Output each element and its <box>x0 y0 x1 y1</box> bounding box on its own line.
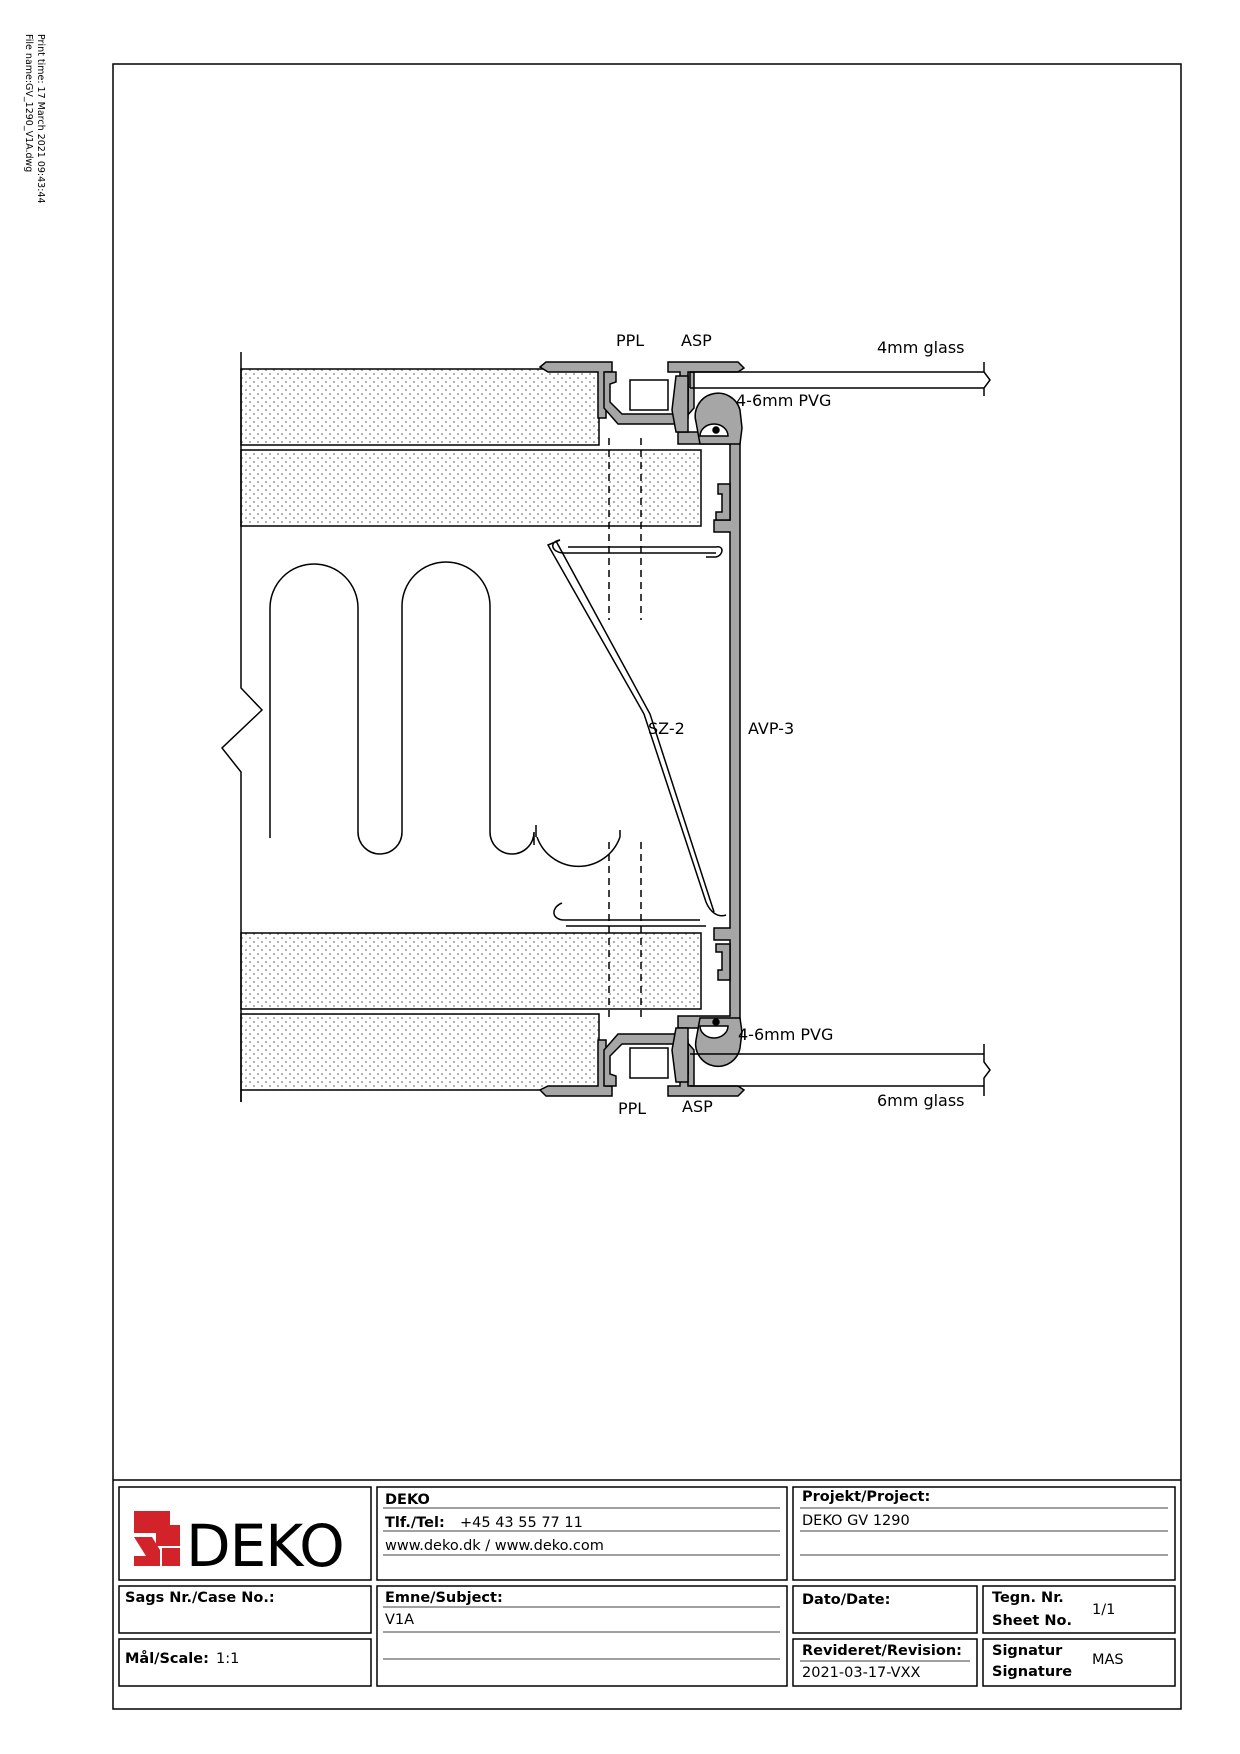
subject-label: Emne/Subject: <box>385 1590 503 1606</box>
insulation-panel-bottom-outer <box>240 1013 600 1091</box>
label-asp-top: ASP <box>681 331 712 350</box>
section-drawing <box>220 352 991 1102</box>
date-cell <box>792 1585 978 1634</box>
company-cell <box>376 1486 788 1581</box>
label-pvg-top: 4-6mm PVG <box>736 391 831 410</box>
case-label: Sags Nr./Case No.: <box>125 1590 275 1606</box>
signature-value: MAS <box>1092 1652 1124 1668</box>
ppl-insert-top <box>629 379 669 411</box>
wall-break-line <box>220 352 264 1102</box>
sheet-cell <box>982 1585 1176 1634</box>
ppl-insert-bottom <box>629 1047 669 1079</box>
revision-cell <box>792 1638 978 1687</box>
sheet-value: 1/1 <box>1092 1602 1115 1618</box>
tel-value: +45 43 55 77 11 <box>460 1515 583 1531</box>
signature-label-2: Signature <box>992 1664 1072 1680</box>
label-glass-top: 4mm glass <box>877 338 965 357</box>
label-asp-bottom: ASP <box>682 1097 713 1116</box>
label-pvg-bottom: 4-6mm PVG <box>738 1025 833 1044</box>
company-name: DEKO <box>385 1492 430 1508</box>
deko-logo-mark <box>134 1511 180 1566</box>
sheet-border <box>112 63 1182 1710</box>
deko-logo-text: DEKO <box>186 1512 344 1580</box>
insulation-panel-top-outer <box>240 368 600 446</box>
label-ppl-bottom: PPL <box>618 1099 646 1118</box>
project-label: Projekt/Project: <box>802 1489 930 1505</box>
deko-logo: DEKO <box>134 1511 345 1580</box>
insulation-panel-bottom-inner <box>240 932 702 1010</box>
title-block <box>113 1479 1181 1687</box>
subject-value: V1A <box>385 1612 414 1628</box>
sz2-hook-top <box>706 546 723 558</box>
serpentine-spring-end <box>535 825 621 868</box>
revision-value: 2021-03-17-VXX <box>802 1665 921 1681</box>
revision-label: Revideret/Revision: <box>802 1643 962 1659</box>
scale-label: Mål/Scale: <box>125 1650 209 1667</box>
signature-label-1: Signatur <box>992 1643 1063 1659</box>
subject-cell <box>376 1585 788 1687</box>
label-glass-bottom: 6mm glass <box>877 1091 965 1110</box>
scale-cell <box>118 1638 372 1687</box>
sheet-label-2: Sheet No. <box>992 1613 1072 1629</box>
avp3-clip-top <box>715 483 731 521</box>
project-value: DEKO GV 1290 <box>802 1513 910 1529</box>
avp3-clip-bottom <box>715 943 731 981</box>
insulation-panel-top-inner <box>240 449 702 527</box>
sz2-profile-inner <box>555 540 716 927</box>
company-web: www.deko.dk / www.deko.com <box>385 1538 604 1554</box>
label-ppl-top: PPL <box>616 331 644 350</box>
tel-label: Tlf./Tel: <box>385 1515 445 1531</box>
label-sz2: SZ-2 <box>648 719 685 738</box>
label-avp3: AVP-3 <box>748 719 794 738</box>
signature-cell <box>982 1638 1176 1687</box>
pvg-gasket-bottom-hole <box>699 1025 729 1039</box>
serpentine-spring <box>269 561 535 855</box>
case-cell <box>118 1585 372 1634</box>
asp-clip-top <box>671 375 689 433</box>
scale-value: 1:1 <box>216 1651 239 1667</box>
date-label: Dato/Date: <box>802 1592 890 1608</box>
asp-clip-bottom <box>671 1027 689 1083</box>
glass-bottom <box>690 1044 991 1096</box>
sz2-profile <box>546 539 727 921</box>
project-cell <box>792 1486 1176 1581</box>
pvg-gasket-top-dot <box>712 426 720 434</box>
logo-cell <box>118 1486 372 1581</box>
pvg-gasket-bottom-dot <box>712 1018 720 1026</box>
glass-top <box>690 362 991 396</box>
sheet-label-1: Tegn. Nr. <box>992 1590 1064 1606</box>
